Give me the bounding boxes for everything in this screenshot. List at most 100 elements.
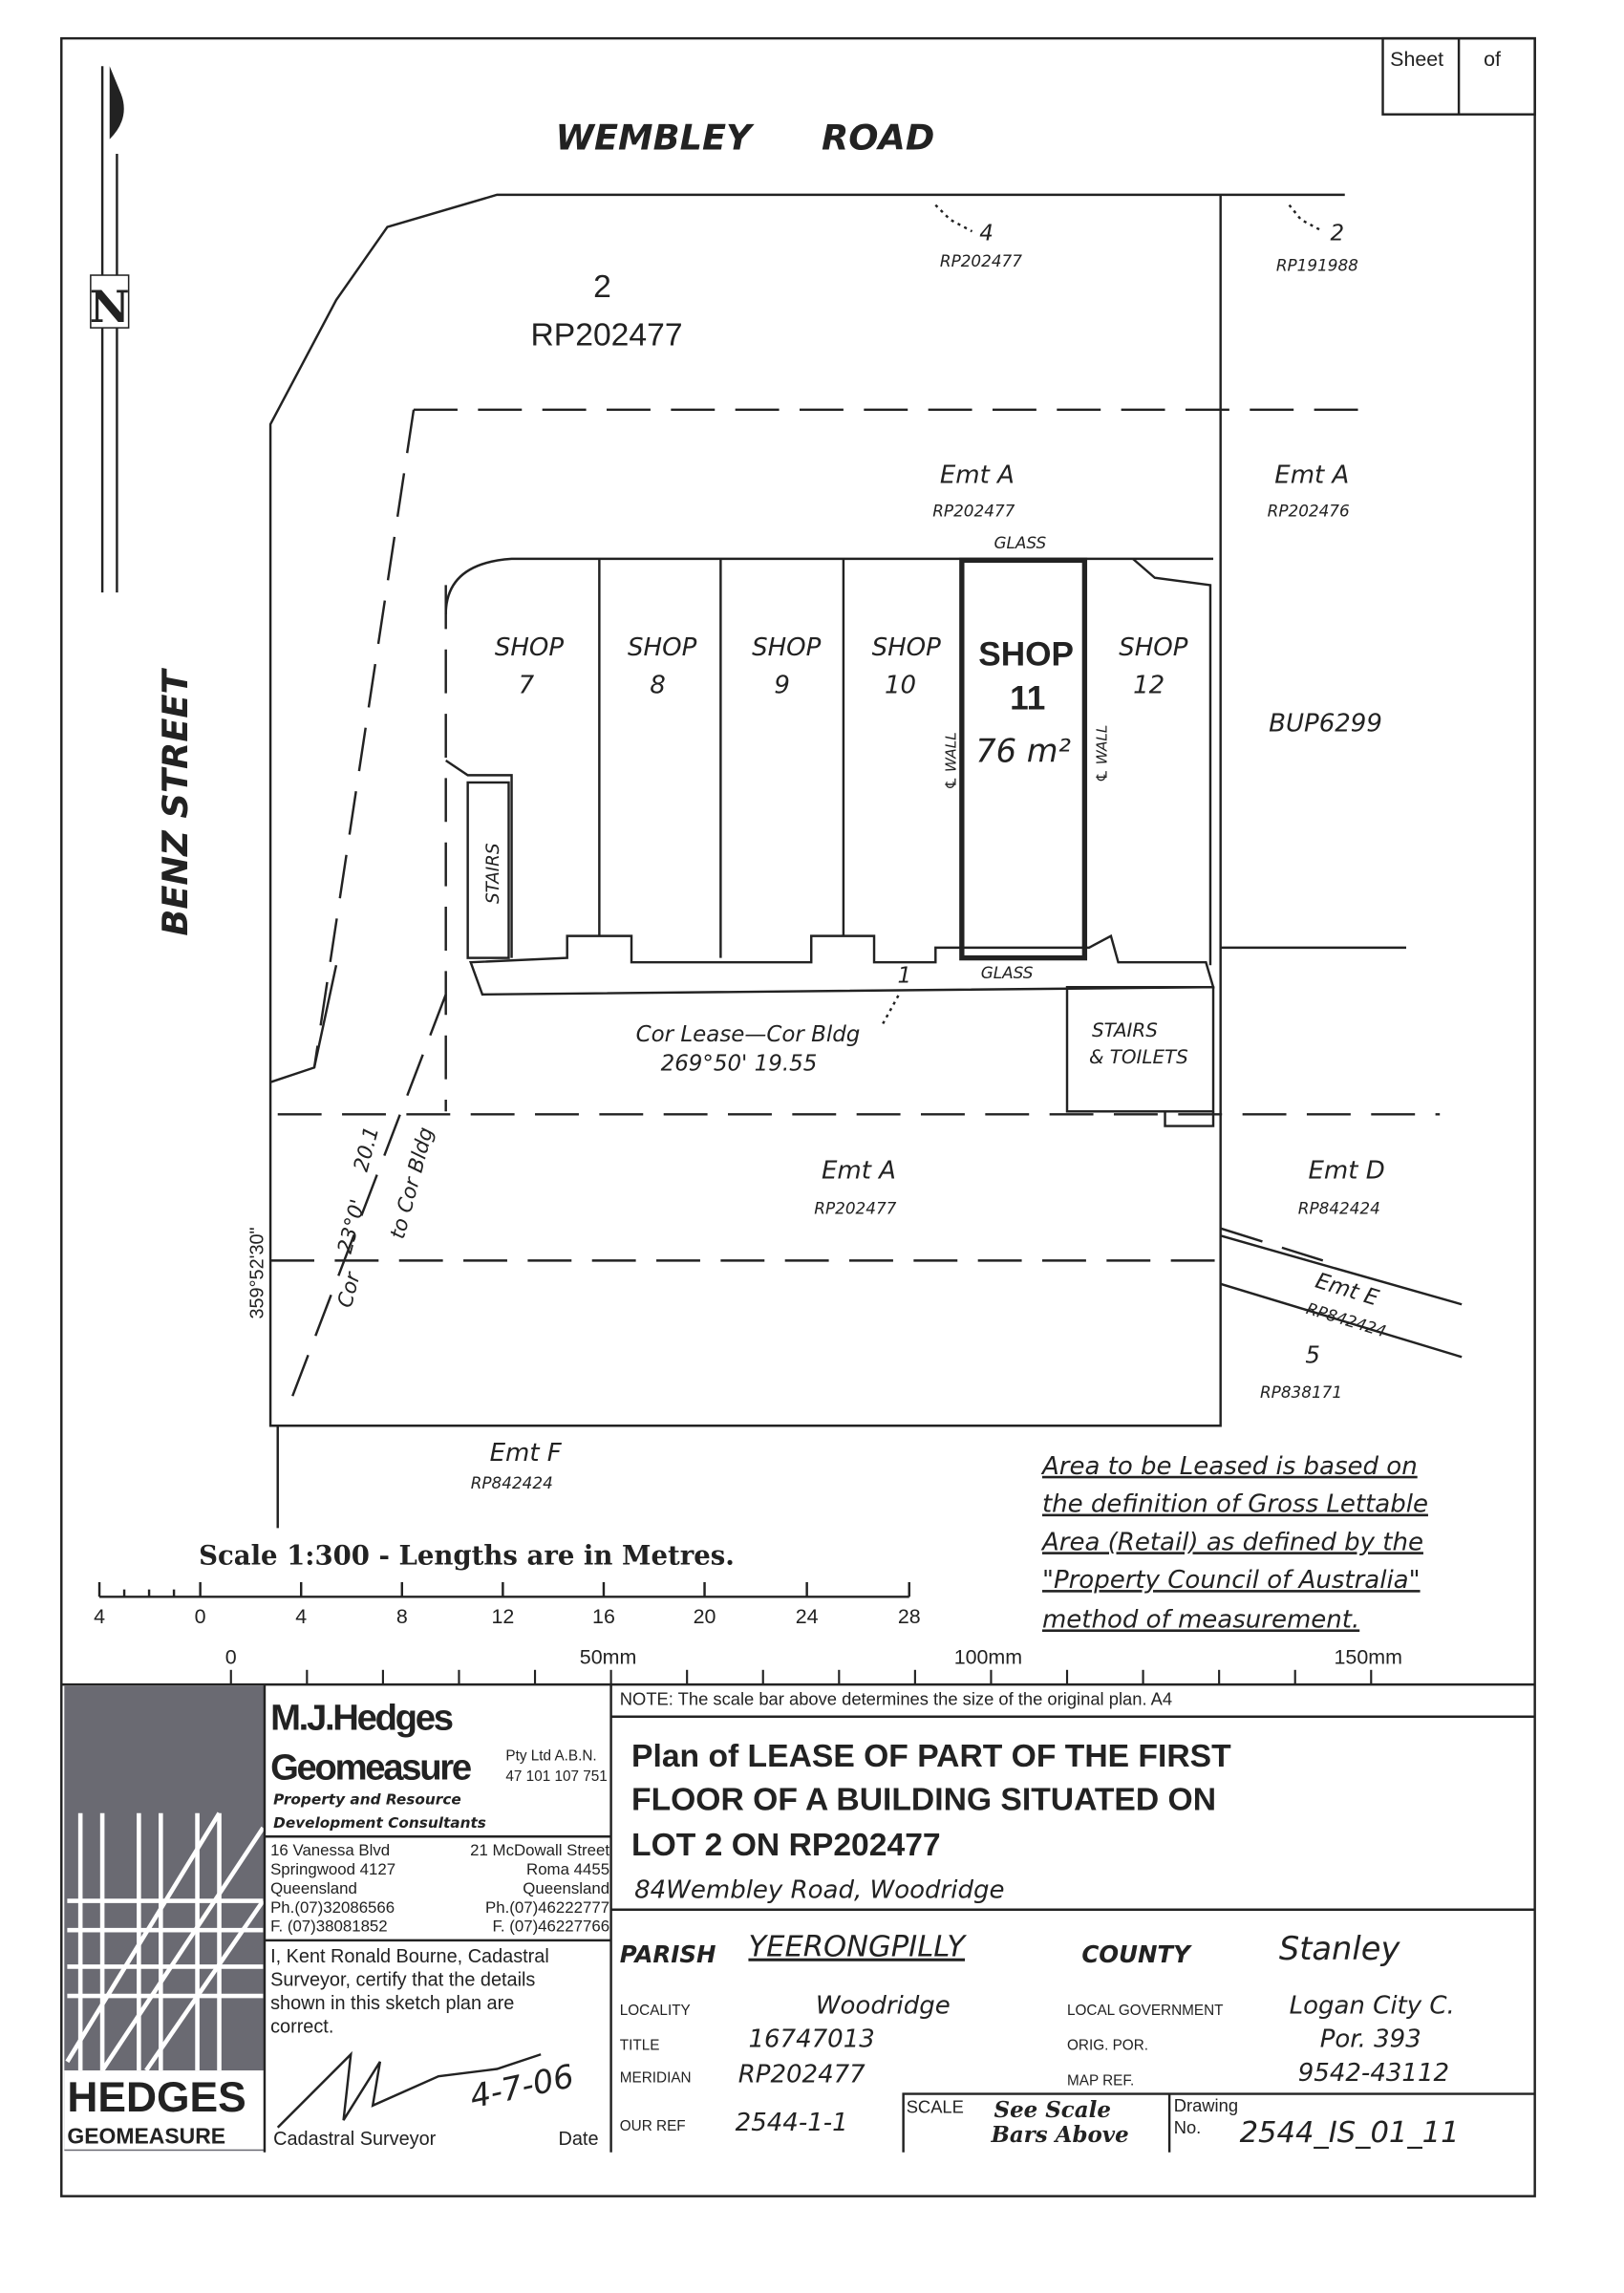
easement-plan: RP202476 bbox=[1268, 502, 1350, 521]
svg-text:shown in this sketch plan are: shown in this sketch plan are bbox=[270, 1993, 514, 2014]
svg-text:SHOP: SHOP bbox=[978, 636, 1074, 674]
neighbour-plan: RP202477 bbox=[940, 251, 1022, 270]
svg-text:method of measurement.: method of measurement. bbox=[1042, 1605, 1359, 1634]
svg-text:Ph.(07)32086566: Ph.(07)32086566 bbox=[270, 1898, 395, 1917]
glass-label: GLASS bbox=[994, 533, 1047, 552]
svg-text:8: 8 bbox=[396, 1605, 408, 1628]
date-label: Date bbox=[559, 2129, 599, 2150]
our-ref-value: 2544-1-1 bbox=[736, 2109, 848, 2137]
county-label: COUNTY bbox=[1081, 1940, 1192, 1968]
tagline: Property and Resource bbox=[273, 1791, 461, 1809]
plan-address: 84Wembley Road, Woodridge bbox=[634, 1875, 1004, 1904]
meridian-value: RP202477 bbox=[738, 2060, 865, 2089]
company-name: M.J.Hedges bbox=[270, 1698, 453, 1739]
svg-text:0: 0 bbox=[225, 1646, 237, 1669]
title-block: HEDGES GEOMEASURE M.J.Hedges Geomeasure … bbox=[61, 1682, 1535, 2153]
cor-diag-distance: 20.1 bbox=[350, 1125, 384, 1175]
tagline: Development Consultants bbox=[273, 1814, 486, 1832]
svg-text:11: 11 bbox=[1010, 679, 1045, 717]
svg-text:150mm: 150mm bbox=[1335, 1646, 1402, 1669]
lg-value: Logan City C. bbox=[1290, 1991, 1455, 2020]
shop-8: SHOP 8 bbox=[628, 633, 697, 700]
easement-label: Emt D bbox=[1308, 1157, 1384, 1186]
shop-11-outline bbox=[959, 557, 1088, 961]
orig-por-value: Por. 393 bbox=[1320, 2025, 1421, 2054]
road-name-road: ROAD bbox=[822, 117, 934, 158]
map-ref-label: MAP REF. bbox=[1067, 2072, 1134, 2089]
office-roma: 21 McDowall Street Roma 4455 Queensland … bbox=[470, 1841, 609, 1936]
our-ref-label: OUR REF bbox=[620, 2118, 686, 2134]
svg-text:7: 7 bbox=[519, 672, 535, 700]
easement-label: Emt F bbox=[490, 1439, 563, 1468]
wall-label: ℄ WALL bbox=[1093, 725, 1110, 782]
neighbour-lot: 4 bbox=[979, 221, 994, 246]
cor-lease-bearing: 269°50' 19.55 bbox=[661, 1051, 818, 1076]
stairs-toilets-label: & TOILETS bbox=[1089, 1046, 1188, 1068]
easement-plan: RP202477 bbox=[814, 1198, 896, 1217]
svg-text:SHOP: SHOP bbox=[872, 633, 942, 662]
abn: Pty Ltd A.B.N. bbox=[505, 1748, 596, 1765]
svg-text:Queensland: Queensland bbox=[270, 1879, 357, 1897]
drawing-number: 2544_IS_01_11 bbox=[1240, 2116, 1460, 2150]
abn: 47 101 107 751 bbox=[505, 1768, 607, 1785]
svg-text:Roma 4455: Roma 4455 bbox=[526, 1860, 609, 1878]
svg-text:24: 24 bbox=[796, 1605, 819, 1628]
plan-title: Plan of LEASE OF PART OF THE FIRST bbox=[631, 1739, 1231, 1774]
svg-text:8: 8 bbox=[650, 672, 666, 700]
marker-label: 1 bbox=[898, 964, 912, 989]
svg-text:12: 12 bbox=[1133, 672, 1165, 700]
svg-text:0: 0 bbox=[195, 1605, 206, 1628]
shop-12: SHOP 12 bbox=[1119, 633, 1188, 700]
lg-label: LOCAL GOVERNMENT bbox=[1067, 2003, 1223, 2019]
of-label: of bbox=[1484, 48, 1501, 71]
north-label: N bbox=[90, 281, 130, 332]
svg-text:Queensland: Queensland bbox=[523, 1879, 609, 1897]
certification: I, Kent Ronald Bourne, Cadastral Surveyo… bbox=[270, 1946, 549, 2037]
scale-value: Bars Above bbox=[990, 2122, 1128, 2148]
svg-text:correct.: correct. bbox=[270, 2016, 333, 2037]
svg-text:Surveyor, certify that the det: Surveyor, certify that the details bbox=[270, 1969, 535, 1990]
drawing-label: No. bbox=[1174, 2117, 1202, 2137]
hedges-logo-icon bbox=[65, 1811, 266, 2072]
cor-diag-bearing: 23°0' bbox=[333, 1197, 371, 1256]
road-name-benz: BENZ STREET bbox=[155, 668, 196, 936]
drawing-frame bbox=[60, 36, 1536, 2197]
easement-label: Emt A bbox=[822, 1157, 896, 1186]
plan-title: LOT 2 ON RP202477 bbox=[631, 1828, 941, 1863]
svg-text:12: 12 bbox=[491, 1605, 514, 1628]
easement-plan: RP842424 bbox=[1298, 1198, 1380, 1217]
county-value: Stanley bbox=[1279, 1930, 1401, 1967]
svg-text:16: 16 bbox=[592, 1605, 615, 1628]
svg-text:the definition of Gross Lettab: the definition of Gross Lettable bbox=[1042, 1490, 1428, 1519]
svg-text:I, Kent Ronald Bourne, Cadastr: I, Kent Ronald Bourne, Cadastral bbox=[270, 1946, 549, 1967]
lot-plan: RP202477 bbox=[530, 317, 682, 353]
svg-text:F. (07)38081852: F. (07)38081852 bbox=[270, 1918, 388, 1936]
shop-10: SHOP 10 bbox=[872, 633, 942, 700]
scale-title: Scale 1:300 - Lengths are in Metres. bbox=[199, 1541, 735, 1572]
easement-plan: RP202477 bbox=[932, 502, 1015, 521]
svg-text:F. (07)46227766: F. (07)46227766 bbox=[492, 1918, 609, 1936]
scale-value: See Scale bbox=[994, 2097, 1111, 2123]
signature bbox=[276, 2050, 542, 2129]
north-arrow-icon: N bbox=[90, 66, 130, 593]
svg-text:Springwood 4127: Springwood 4127 bbox=[270, 1860, 395, 1878]
shop-11: SHOP 11 76 m² bbox=[975, 636, 1074, 770]
svg-text:SHOP: SHOP bbox=[628, 633, 697, 662]
cor-lease-label: Cor Lease—Cor Bldg bbox=[636, 1022, 861, 1047]
stairs-label: STAIRS bbox=[483, 843, 503, 904]
shop-area: 76 m² bbox=[975, 733, 1071, 770]
svg-text:21 McDowall Street: 21 McDowall Street bbox=[470, 1841, 609, 1859]
scale-label: SCALE bbox=[907, 2096, 964, 2116]
stairs-toilets-label: STAIRS bbox=[1092, 1019, 1158, 1041]
easement-label: Emt A bbox=[940, 461, 1015, 489]
svg-text:4: 4 bbox=[94, 1605, 105, 1628]
svg-text:20: 20 bbox=[694, 1605, 716, 1628]
neighbour-plan: RP191988 bbox=[1276, 255, 1358, 274]
area-note: Area to be Leased is based on the defini… bbox=[1040, 1452, 1428, 1635]
drawing-label: Drawing bbox=[1174, 2095, 1238, 2115]
locality-label: LOCALITY bbox=[620, 2003, 691, 2019]
neighbour-lot: 5 bbox=[1305, 1340, 1320, 1368]
orig-por-label: ORIG. POR. bbox=[1067, 2038, 1148, 2054]
metre-scale-bar: Scale 1:300 - Lengths are in Metres. 4 0… bbox=[94, 1541, 921, 1628]
